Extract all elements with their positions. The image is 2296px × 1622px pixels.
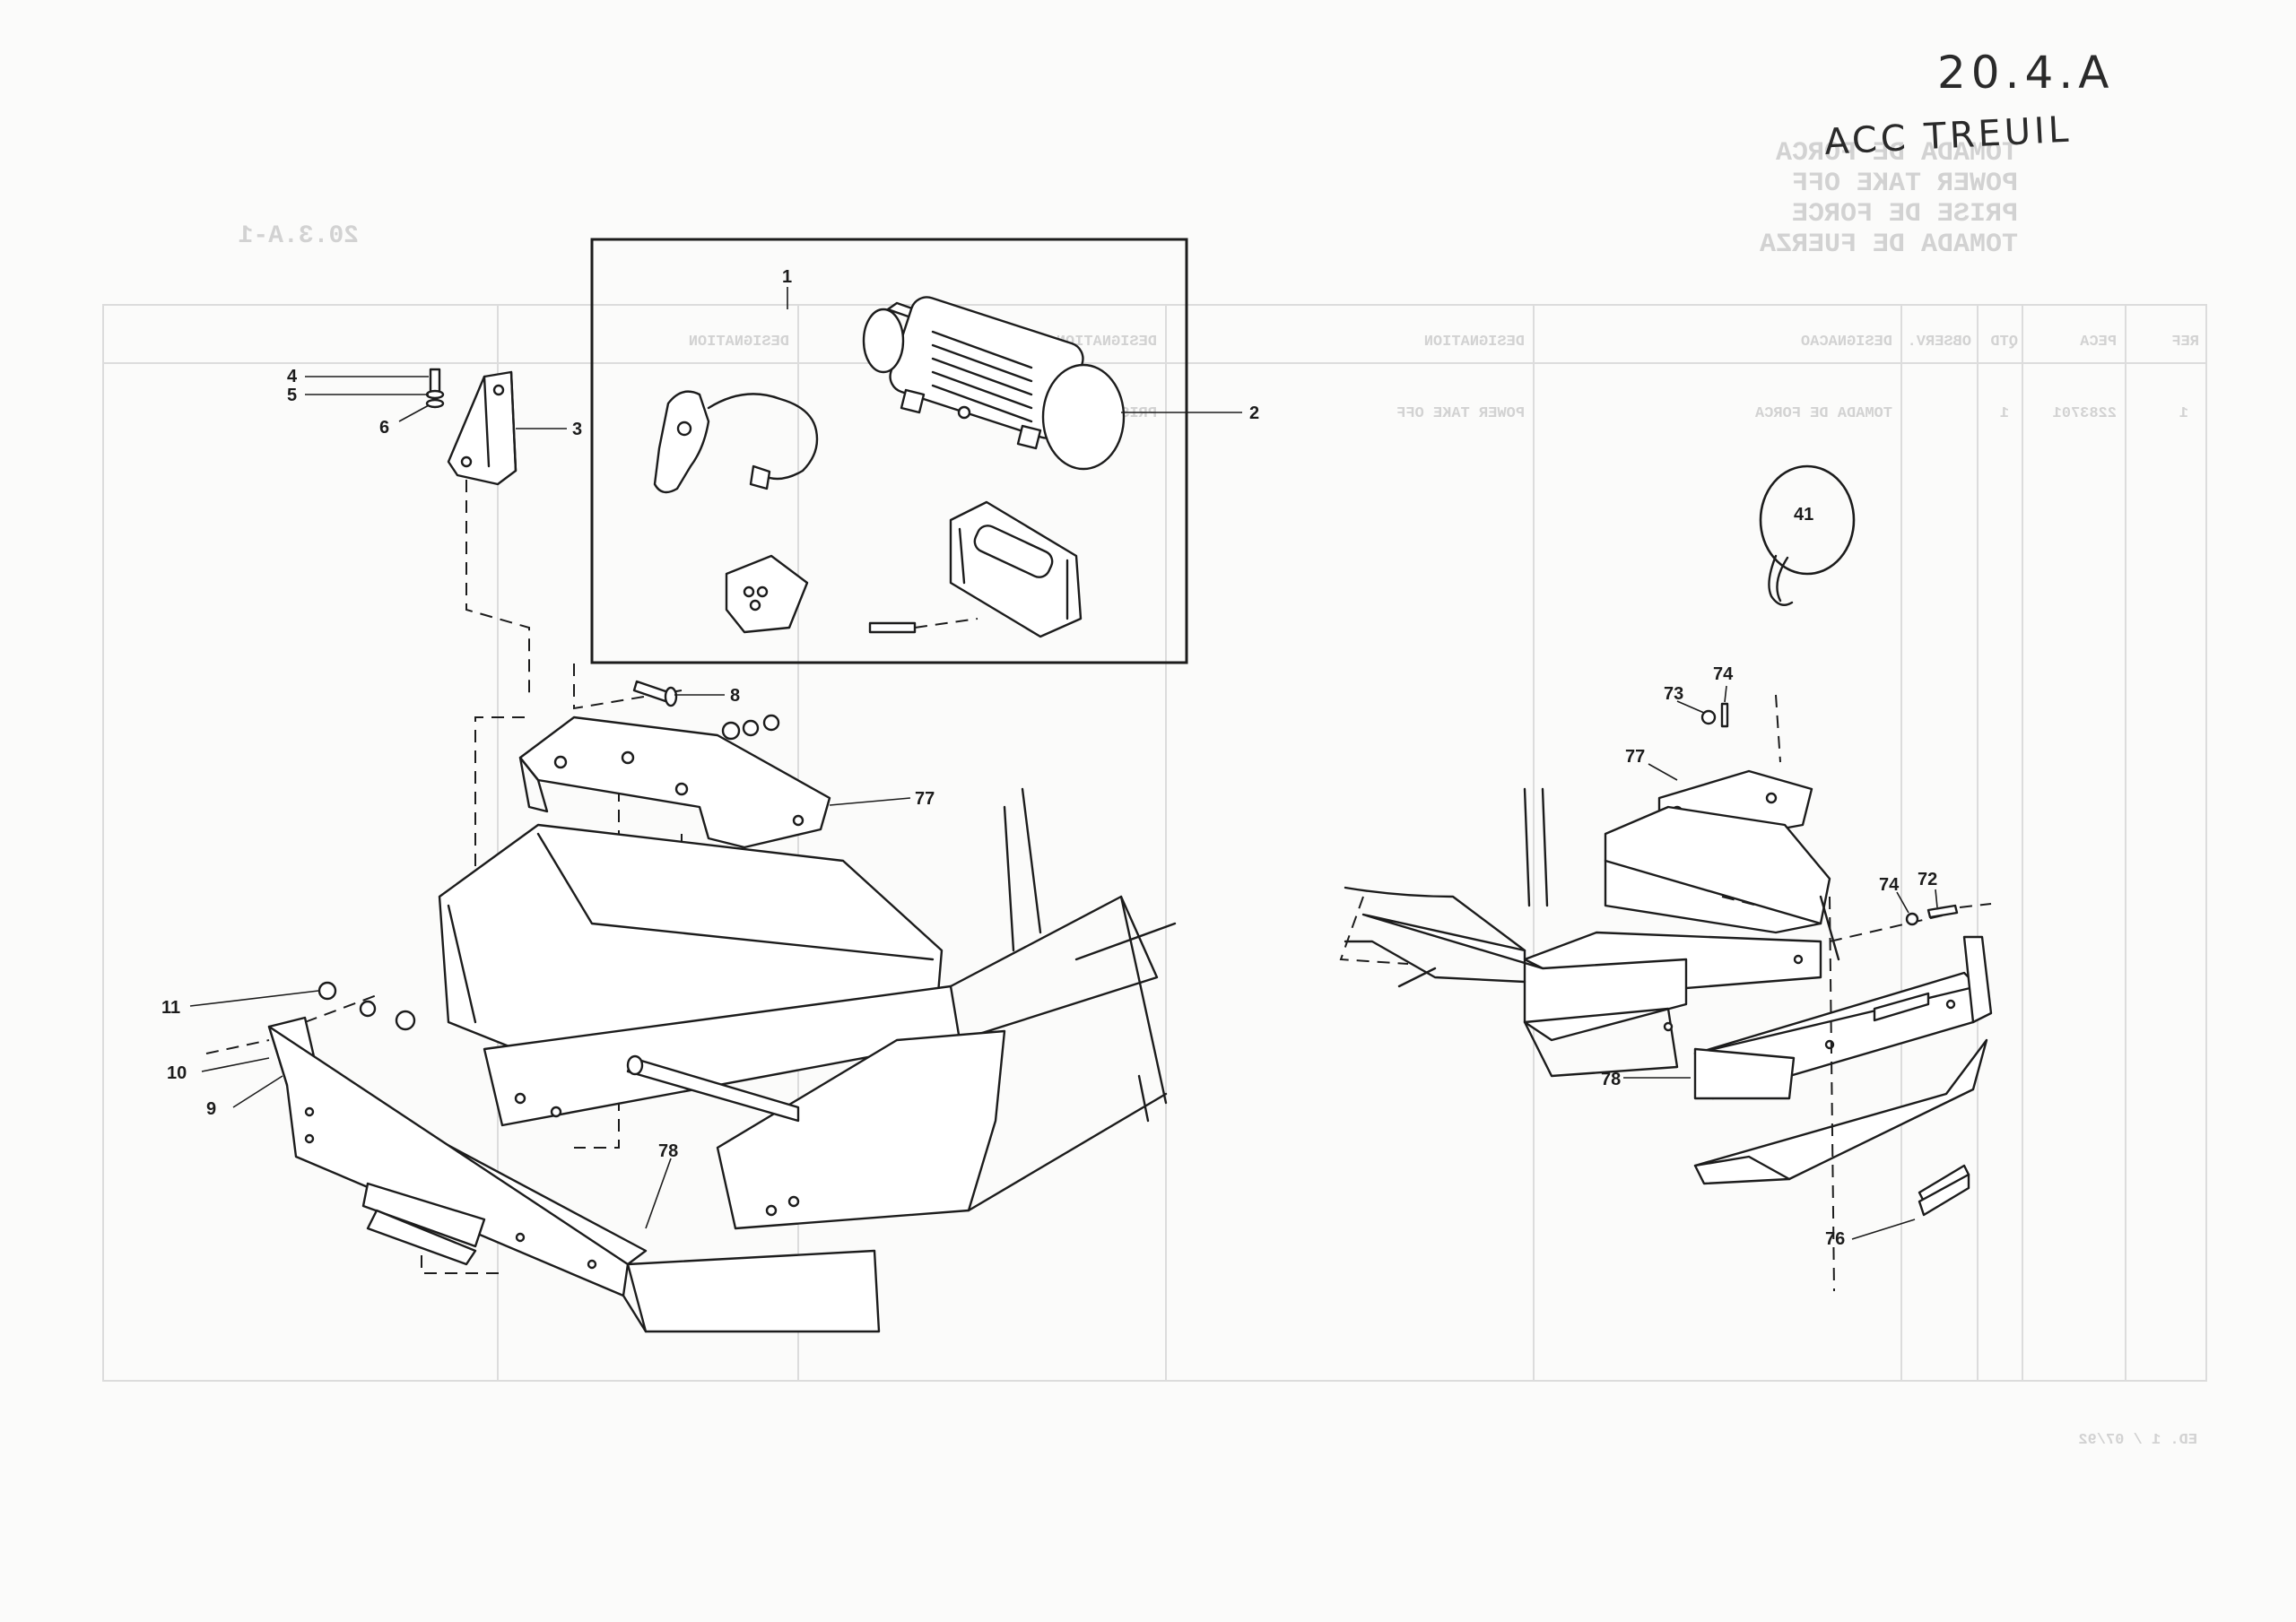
fairlead-bolt <box>868 621 917 634</box>
ghost-row-designation-1: POWER TAKE OFF <box>1396 405 1525 422</box>
bracket-bolt-hardware <box>425 368 445 409</box>
callout-10: 10 <box>167 1063 187 1083</box>
under-guard <box>1693 1038 1988 1217</box>
callout-78-right: 78 <box>1601 1070 1621 1089</box>
callout-77-right: 77 <box>1625 747 1645 767</box>
nut <box>1700 709 1717 725</box>
callout-1: 1 <box>782 267 792 287</box>
ghost-title-4: TOMADA DE FUERZA <box>1760 230 2018 260</box>
callout-76: 76 <box>1825 1229 1845 1249</box>
ghost-col-qtd: QTD <box>1990 334 2018 351</box>
winch-kit-inset: 1 <box>590 238 1188 664</box>
ghost-row-qtd: 1 <box>2000 405 2009 422</box>
washer <box>742 719 760 737</box>
bleed-through-layer: TOMADA DE FORCA POWER TAKE OFF PRISE DE … <box>102 138 2207 1449</box>
lock-washer <box>359 1000 377 1018</box>
callout-78-left: 78 <box>658 1141 678 1161</box>
winch-kit-frame <box>590 238 1188 664</box>
ghost-title-1: TOMADA DE FORCA <box>1776 138 2018 169</box>
ghost-page-ref: 20.3.A-1 <box>239 222 359 250</box>
callout-11: 11 <box>161 998 180 1018</box>
ghost-row-peca: 2283701 <box>2053 405 2117 422</box>
callout-9: 9 <box>206 1099 216 1119</box>
callout-73: 73 <box>1664 684 1683 704</box>
ghost-col-designacao: DESIGNACAO <box>1801 334 1892 351</box>
chassis-frame-left <box>438 787 1177 1230</box>
callout-74-right: 74 <box>1879 875 1900 895</box>
nut <box>762 714 780 732</box>
ghost-row-ref: 1 <box>2179 405 2188 422</box>
ghost-col-designation-2: DESIGNATION <box>1057 334 1157 351</box>
ghost-title-2: POWER TAKE OFF <box>1792 169 2018 199</box>
callout-8: 8 <box>730 686 740 706</box>
ghost-table-frame <box>102 304 2207 1382</box>
ghost-col-designation-3: DESIGNATION <box>689 334 789 351</box>
callout-3: 3 <box>572 420 582 439</box>
front-bumper-left <box>267 1016 881 1333</box>
winch-mounting-plate <box>518 716 831 849</box>
ghost-footer: ED. 1 / 07/92 <box>2078 1432 2197 1449</box>
callout-77-left: 77 <box>915 789 935 809</box>
callout-72: 72 <box>1918 870 1937 889</box>
callout-6: 6 <box>379 418 389 438</box>
mount-bolt <box>632 680 678 707</box>
ghost-row-designacao: TOMADA DE FORCA <box>1754 405 1892 422</box>
winch-drum <box>862 296 1126 471</box>
callout-4: 4 <box>287 367 298 386</box>
bolt <box>1926 904 1959 919</box>
chassis-frame-right <box>1344 787 1840 1078</box>
callout-74-top: 74 <box>1713 664 1734 684</box>
nut <box>721 721 741 741</box>
ghost-col-ref: REF <box>2171 334 2199 351</box>
callout-41: 41 <box>1794 505 1813 525</box>
support-bracket <box>447 370 517 486</box>
ghost-col-designation-1: DESIGNATION <box>1424 334 1525 351</box>
remote-control <box>653 390 819 494</box>
nut <box>317 981 337 1001</box>
page-reference: 20.4.A <box>1937 47 2114 99</box>
ghost-title-3: PRISE DE FORCE <box>1792 199 2018 230</box>
control-box <box>725 554 809 634</box>
handwritten-title: ACC TREUIL <box>1823 109 2073 163</box>
bolt <box>1720 702 1729 728</box>
roller-fairlead <box>949 500 1083 638</box>
flat-washer <box>395 1010 416 1031</box>
ghost-col-peca: PECA <box>2079 334 2117 351</box>
ghost-col-observ: OBSERV. <box>1908 334 1971 351</box>
nut <box>1905 912 1919 926</box>
front-bumper-right <box>1693 935 1993 1100</box>
callout-2: 2 <box>1249 403 1259 423</box>
callout-5: 5 <box>287 386 297 405</box>
winch-cable-loop <box>1759 464 1856 606</box>
